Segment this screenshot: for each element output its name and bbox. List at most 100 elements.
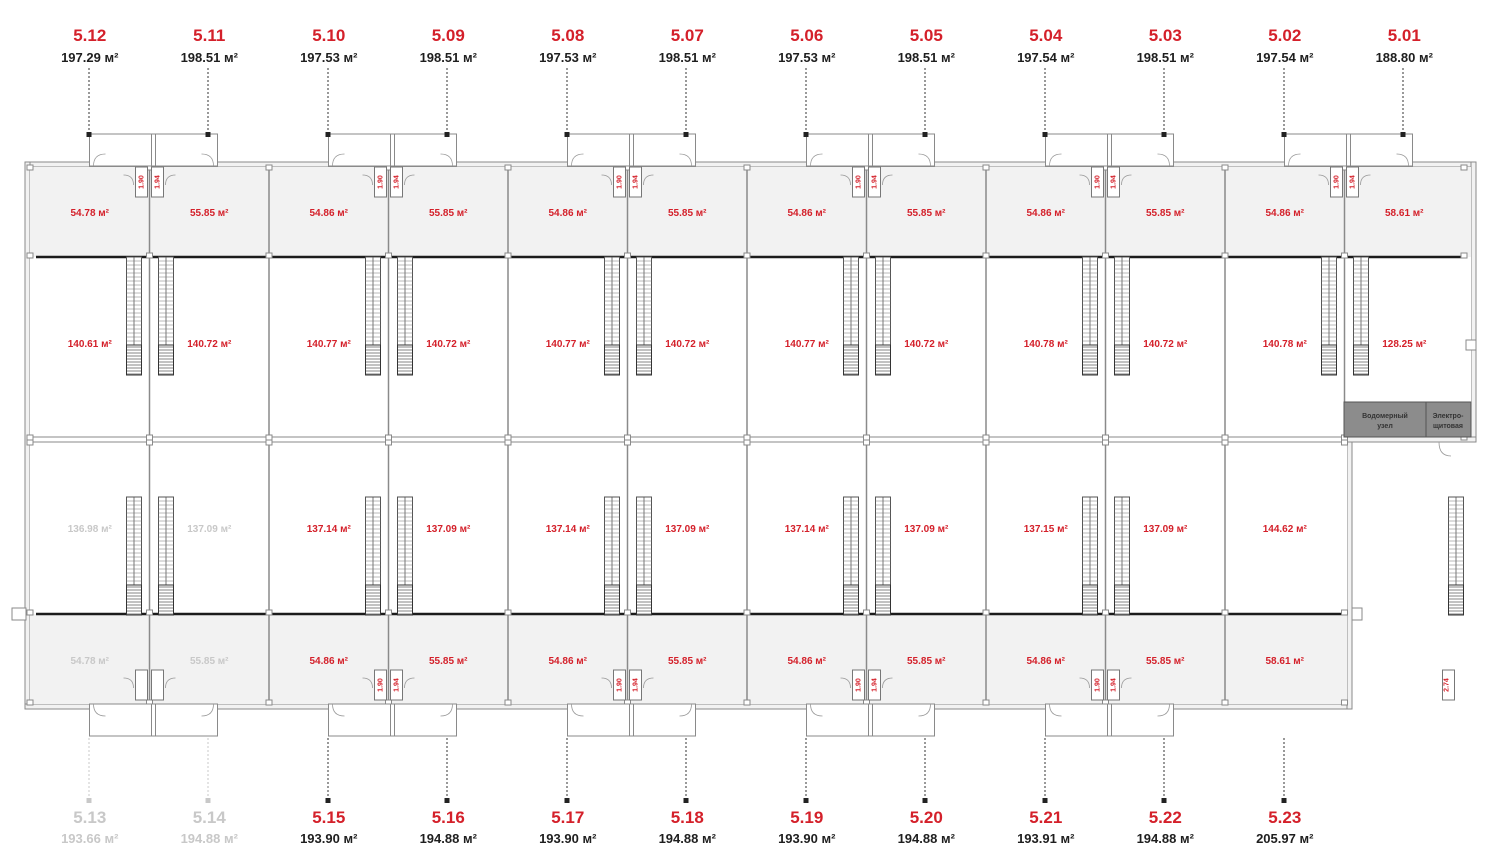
- unit-total-area-bottom: 193.90 м²: [539, 831, 597, 846]
- leader-marker: [325, 132, 331, 137]
- room-area-middle: 128.25 м²: [1382, 339, 1427, 350]
- door-swing: [1360, 174, 1371, 186]
- door-swing: [1288, 153, 1301, 167]
- room-area-middle: 140.77 м²: [785, 339, 830, 350]
- unit-number-bottom: 5.13: [73, 808, 106, 827]
- room-area-lower: 137.09 м²: [1143, 524, 1188, 535]
- column-marker: [1341, 609, 1348, 616]
- column-marker: [1221, 164, 1229, 171]
- wc-cubicle: [613, 669, 626, 701]
- column-marker: [146, 252, 153, 259]
- wc-cubicle: [1346, 166, 1359, 198]
- room-area-lower: 137.14 м²: [546, 524, 591, 535]
- column-marker: [385, 609, 392, 616]
- column-marker: [863, 252, 870, 259]
- wc-cubicle: [390, 166, 403, 198]
- unit-number-top: 5.04: [1029, 26, 1063, 45]
- door-swing: [332, 153, 345, 167]
- entrance-vestibule: [806, 703, 935, 737]
- wc-area-label: 1.90: [856, 175, 863, 189]
- column-marker: [1102, 609, 1109, 616]
- unit-total-area-bottom: 205.97 м²: [1256, 831, 1314, 846]
- column-marker: [743, 699, 751, 706]
- leader-marker: [803, 798, 809, 803]
- column-marker: [624, 434, 631, 441]
- column-marker: [265, 609, 273, 616]
- wc-area-label: 1.94: [1350, 175, 1357, 189]
- side-door: [11, 607, 27, 621]
- door-swing: [362, 677, 373, 689]
- room-area-top: 58.61 м²: [1385, 208, 1424, 219]
- staircase-landing: [843, 344, 859, 376]
- plan-structure: [11, 68, 1477, 803]
- leader-marker: [564, 132, 570, 137]
- unit-number-bottom: 5.23: [1268, 808, 1301, 827]
- door-swing: [165, 174, 176, 186]
- door-swing: [123, 677, 134, 689]
- room-area-top: 54.86 м²: [548, 208, 587, 219]
- column-marker: [624, 439, 631, 446]
- door-swing: [404, 677, 415, 689]
- staircase-landing: [843, 584, 859, 616]
- room-area-top: 55.85 м²: [429, 208, 468, 219]
- wc-cubicle: [613, 166, 626, 198]
- entrance-vestibule: [89, 703, 218, 737]
- unit-number-top: 5.08: [551, 26, 584, 45]
- door-swing: [571, 153, 584, 167]
- unit-number-top: 5.10: [312, 26, 345, 45]
- door-swing: [1438, 441, 1452, 457]
- room-area-lower: 137.09 м²: [904, 524, 949, 535]
- side-door: [1465, 339, 1477, 351]
- room-area-middle: 140.72 м²: [665, 339, 710, 350]
- leader-marker: [1042, 132, 1048, 137]
- staircase-landing: [875, 344, 891, 376]
- column-marker: [982, 439, 990, 446]
- staircase-landing: [397, 344, 413, 376]
- unit-number-bottom: 5.19: [790, 808, 823, 827]
- door-swing: [440, 153, 453, 167]
- leader-marker: [86, 132, 92, 137]
- column-marker: [1341, 439, 1348, 446]
- column-marker: [26, 252, 34, 259]
- leader-marker: [444, 132, 450, 137]
- column-marker: [504, 439, 512, 446]
- unit-total-area-bottom: 193.90 м²: [778, 831, 836, 846]
- staircase-landing: [397, 584, 413, 616]
- bottom-zone-fill: [30, 614, 1347, 704]
- door-swing: [1121, 677, 1132, 689]
- room-area-lower: 137.09 м²: [426, 524, 471, 535]
- door-swing: [93, 153, 106, 167]
- wc-area-label: 1.90: [1095, 175, 1102, 189]
- column-marker: [1341, 699, 1348, 706]
- unit-total-area-top: 198.51 м²: [420, 50, 478, 65]
- unit-number-bottom: 5.22: [1149, 808, 1182, 827]
- column-marker: [385, 439, 392, 446]
- unit-total-area-bottom: 193.66 м²: [61, 831, 119, 846]
- room-area-middle: 140.77 м²: [546, 339, 591, 350]
- unit-total-area-bottom: 194.88 м²: [659, 831, 717, 846]
- room-area-bottom: 55.85 м²: [429, 656, 468, 667]
- column-marker: [26, 609, 34, 616]
- column-marker: [1102, 252, 1109, 259]
- wc-cubicle: [629, 669, 642, 701]
- room-area-middle: 140.72 м²: [426, 339, 471, 350]
- room-area-top: 54.86 м²: [309, 208, 348, 219]
- column-marker: [1221, 609, 1229, 616]
- column-marker: [982, 164, 990, 171]
- room-area-bottom: 54.86 м²: [309, 656, 348, 667]
- column-marker: [743, 434, 751, 441]
- room-area-middle: 140.72 м²: [904, 339, 949, 350]
- column-marker: [265, 439, 273, 446]
- wc-area-label: 2.74: [1444, 678, 1451, 692]
- wc-cubicle: [852, 669, 865, 701]
- room-area-middle: 140.72 м²: [1143, 339, 1188, 350]
- wc-cubicle: [1091, 669, 1104, 701]
- room-area-top: 54.86 м²: [1026, 208, 1065, 219]
- room-area-top: 55.85 м²: [907, 208, 946, 219]
- staircase-landing: [1082, 584, 1098, 616]
- door-swing: [201, 153, 214, 167]
- wc-cubicle: [135, 669, 148, 701]
- entrance-vestibule: [328, 703, 457, 737]
- column-marker: [265, 699, 273, 706]
